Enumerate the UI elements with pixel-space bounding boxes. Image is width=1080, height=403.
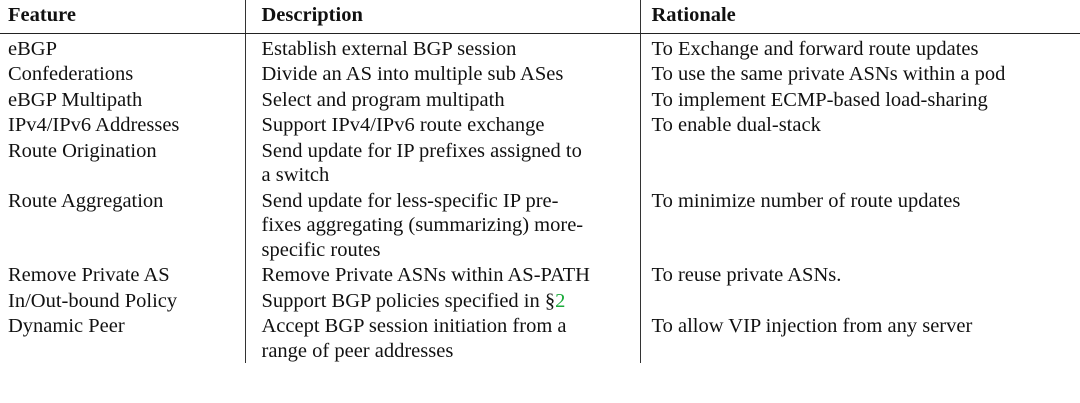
rationale-cell: To enable dual-stack [639, 112, 1080, 138]
table-body: eBGP Establish external BGP session To E… [0, 33, 1080, 363]
description-cell: Select and program multipath [244, 86, 640, 112]
header-row: Feature Description Rationale [0, 0, 1080, 34]
rationale-cell [639, 287, 1080, 313]
header-rationale: Rationale [639, 0, 1080, 34]
description-line: specific routes [261, 238, 381, 261]
rationale-cell: To reuse private ASNs. [639, 262, 1080, 288]
table-row: Confederations Divide an AS into multipl… [0, 61, 1080, 87]
description-line: range of peer addresses [261, 339, 454, 362]
feature-cell: In/Out-bound Policy [8, 289, 178, 312]
rationale-cell: To allow VIP injection from any server [639, 313, 1080, 363]
table-row: In/Out-bound Policy Support BGP policies… [0, 287, 1080, 313]
feature-cell: Remove Private AS [8, 264, 170, 286]
description-cell: Support BGP policies specified in §2 [244, 287, 640, 313]
table-row: Route Origination Send update for IP pre… [0, 137, 1080, 188]
header-description: Description [244, 0, 640, 34]
feature-cell: eBGP Multipath [8, 88, 143, 111]
description-line: Send update for less-specific IP pre- [261, 189, 559, 212]
header-feature: Feature [0, 0, 245, 34]
feature-cell: Dynamic Peer [8, 315, 125, 337]
description-text: Support BGP policies specified in § [261, 289, 556, 312]
description-cell: Send update for IP prefixes assigned to … [244, 137, 640, 188]
description-cell: Accept BGP session initiation from a ran… [244, 313, 640, 363]
bgp-feature-table: Feature Description Rationale eBGP Estab… [0, 0, 1080, 363]
rationale-cell: To Exchange and forward route updates [639, 33, 1080, 61]
feature-cell: eBGP [8, 37, 57, 60]
table-row: Route Aggregation Send update for less-s… [0, 187, 1080, 262]
table-row: Remove Private AS Remove Private ASNs wi… [0, 262, 1080, 288]
rationale-cell [639, 137, 1080, 188]
section-reference-link[interactable]: 2 [555, 289, 566, 312]
feature-cell: Confederations [8, 63, 134, 85]
description-cell: Support IPv4/IPv6 route exchange [244, 112, 640, 138]
table-row: Dynamic Peer Accept BGP session initiati… [0, 313, 1080, 363]
description-cell: Divide an AS into multiple sub ASes [244, 61, 640, 87]
feature-cell: IPv4/IPv6 Addresses [8, 114, 180, 136]
rationale-cell: To implement ECMP-based load-sharing [639, 86, 1080, 112]
description-line: Accept BGP session initiation from a [261, 315, 567, 337]
description-line: a switch [261, 164, 330, 186]
table-header: Feature Description Rationale [0, 0, 1080, 34]
description-line: Send update for IP prefixes assigned to [261, 139, 582, 162]
description-cell: Establish external BGP session [244, 33, 640, 61]
table-row: eBGP Multipath Select and program multip… [0, 86, 1080, 112]
rationale-cell: To minimize number of route updates [639, 187, 1080, 262]
table-row: eBGP Establish external BGP session To E… [0, 33, 1080, 61]
description-cell: Send update for less-specific IP pre- fi… [244, 187, 640, 262]
description-line: fixes aggregating (summarizing) more- [261, 214, 584, 236]
feature-cell: Route Origination [8, 139, 157, 162]
feature-cell: Route Aggregation [8, 189, 164, 212]
table-row: IPv4/IPv6 Addresses Support IPv4/IPv6 ro… [0, 112, 1080, 138]
rationale-cell: To use the same private ASNs within a po… [639, 61, 1080, 87]
description-cell: Remove Private ASNs within AS-PATH [244, 262, 640, 288]
